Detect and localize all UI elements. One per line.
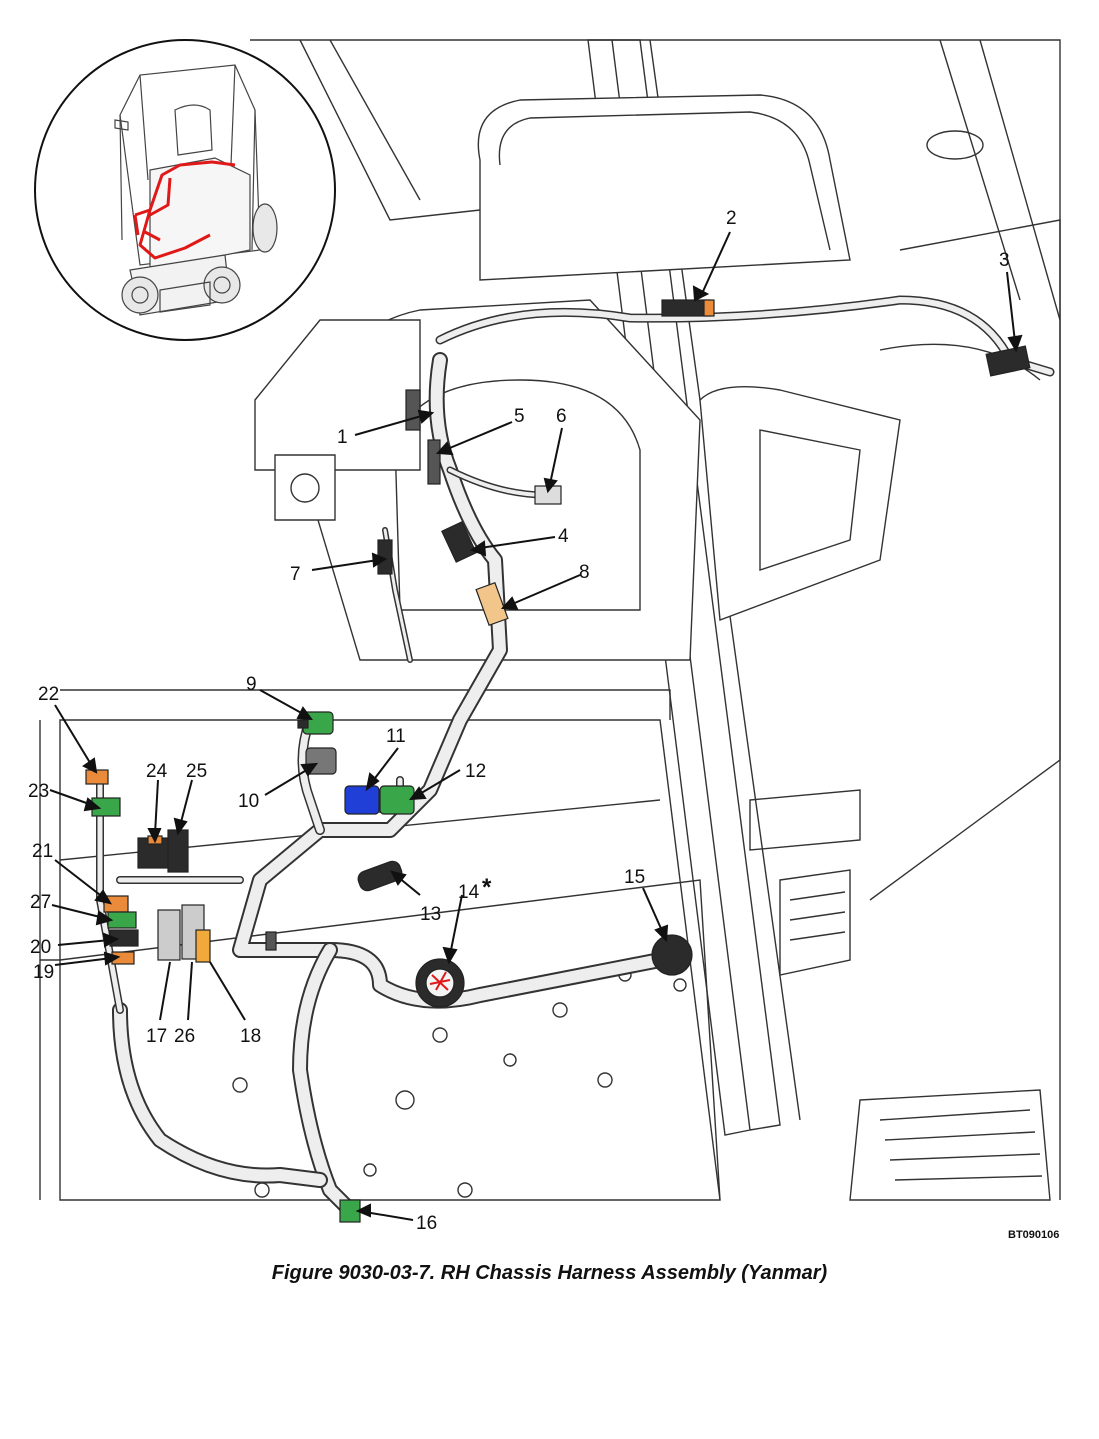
callout-18: 18 (240, 1026, 261, 1047)
callout-24: 24 (146, 761, 168, 782)
callout-12: 12 (465, 761, 486, 782)
callout-23: 23 (28, 781, 49, 802)
connector-3 (985, 345, 1031, 377)
connector-11 (344, 785, 380, 815)
callout-2: 2 (726, 208, 737, 229)
callout-6: 6 (556, 406, 567, 427)
callout-19: 19 (33, 962, 54, 983)
connector-12 (379, 785, 415, 815)
callout-8: 8 (579, 562, 590, 583)
callout-7: 7 (290, 564, 301, 585)
callout-3: 3 (999, 250, 1010, 271)
connector-5 (427, 439, 441, 485)
connectors (85, 299, 1031, 1223)
callout-17: 17 (146, 1026, 167, 1047)
callout-11: 11 (386, 726, 406, 747)
forklift-inset-icon (34, 39, 336, 341)
chassis-line-art (39, 39, 1061, 1201)
connector-13 (357, 860, 403, 892)
callout-10: 10 (238, 791, 259, 812)
harness-diagram: 1 2 3 4 5 6 7 8 9 10 11 12 13 14 * 15 16… (28, 39, 1061, 1241)
connector-2 (661, 299, 711, 317)
connector-8 (475, 581, 509, 627)
callout-25: 25 (186, 761, 207, 782)
callout-14: 14 (458, 882, 480, 903)
connector-25 (167, 829, 189, 873)
callout-21: 21 (32, 841, 53, 862)
callout-9: 9 (246, 674, 257, 695)
callout-26: 26 (174, 1026, 195, 1047)
harness-routing-icon (133, 160, 236, 260)
callout-labels: 1 2 3 4 5 6 7 8 9 10 11 12 13 14 * 15 16… (28, 208, 1059, 1241)
leader-lines (49, 231, 1023, 1221)
callout-15: 15 (624, 867, 645, 888)
callout-1: 1 (337, 427, 348, 448)
callout-13: 13 (420, 904, 441, 925)
connector-15 (651, 934, 693, 976)
connector-22 (85, 769, 109, 785)
callout-20: 20 (30, 937, 51, 958)
callout-27: 27 (30, 892, 51, 913)
callout-22: 22 (38, 684, 59, 705)
callout-14-asterisk: * (482, 874, 492, 901)
connector-18 (195, 929, 211, 963)
callout-5: 5 (514, 406, 525, 427)
callout-4: 4 (558, 526, 569, 547)
figure-caption: Figure 9030-03-7. RH Chassis Harness Ass… (271, 1262, 828, 1284)
figure-reference-code: BT090106 (1008, 1229, 1059, 1241)
connector-17 (157, 909, 181, 961)
callout-16: 16 (416, 1213, 437, 1234)
connector-4 (441, 521, 477, 563)
